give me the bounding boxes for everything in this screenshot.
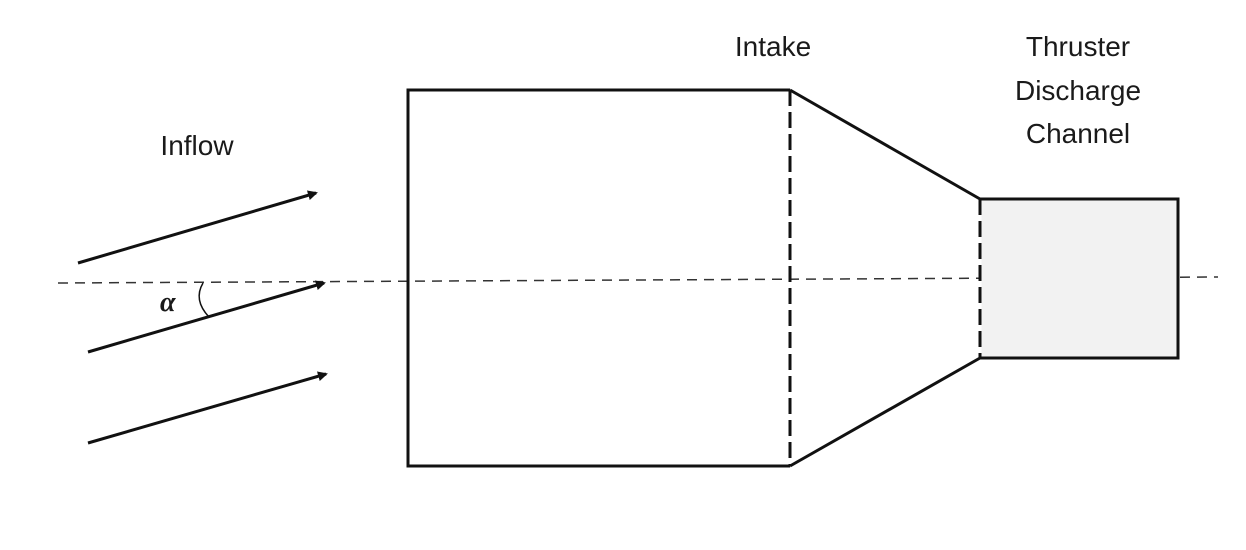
centerline-axis	[57, 276, 1219, 284]
intake-funnel-top	[789, 88, 981, 201]
intake-body	[406, 88, 790, 468]
inflow-arrow	[87, 280, 326, 354]
intake-label: Intake	[735, 31, 811, 62]
thruster-label-line1: Thruster	[1026, 31, 1130, 62]
thruster-label-line2: Discharge	[1015, 75, 1141, 106]
inflow-arrow	[87, 371, 328, 445]
inflow-label: Inflow	[160, 130, 234, 161]
thruster-discharge-channel	[978, 197, 1180, 360]
inflow-arrow	[77, 190, 318, 265]
angle-arc	[198, 282, 210, 318]
angle-alpha-label: α	[160, 287, 176, 318]
intake-funnel-bottom	[789, 356, 981, 468]
thruster-label-line3: Channel	[1026, 118, 1130, 149]
